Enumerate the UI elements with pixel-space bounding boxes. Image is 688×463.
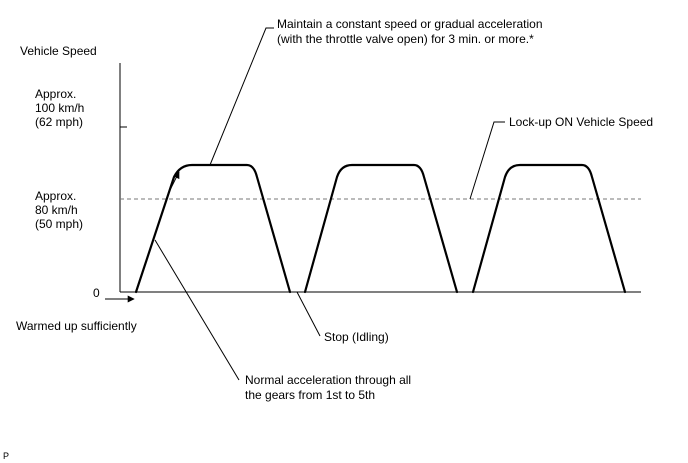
normal-accel-callout: Normal acceleration through all the gear… [245,373,414,402]
warmed-up-label: Warmed up sufficiently [16,319,137,333]
stop-callout: Stop (Idling) [324,330,389,344]
lower-speed-label-line: 80 km/h [35,203,78,217]
upper-speed-label-line: 100 km/h [35,101,84,115]
upper-speed-label: Approx. 100 km/h (62 mph) [35,87,88,129]
footer-mark: P [3,451,9,461]
upper-speed-label-line: (62 mph) [35,115,83,129]
lockup-callout-leader [469,121,505,200]
normal-accel-callout-leader [154,239,240,381]
speed-cycle-3 [471,163,627,294]
stop-callout-leader [296,291,321,337]
speed-cycle-1 [134,163,292,294]
lower-speed-label: Approx. 80 km/h (50 mph) [35,189,83,231]
maintain-callout-leader [209,27,274,166]
maintain-callout-line: Maintain a constant speed or gradual acc… [277,17,543,31]
maintain-callout-line: (with the throttle valve open) for 3 min… [277,32,534,46]
y-axis-title: Vehicle Speed [20,44,97,58]
acceleration-arrow [169,171,180,191]
speed-cycle-2 [303,163,459,294]
normal-accel-callout-line: Normal acceleration through all [245,373,411,387]
upper-speed-label-line: Approx. [35,87,76,101]
lower-speed-label-line: (50 mph) [35,217,83,231]
zero-label: 0 [93,286,100,300]
lockup-callout: Lock-up ON Vehicle Speed [509,115,653,129]
maintain-callout: Maintain a constant speed or gradual acc… [277,17,546,46]
lower-speed-label-line: Approx. [35,189,76,203]
normal-accel-callout-line: the gears from 1st to 5th [245,388,375,402]
